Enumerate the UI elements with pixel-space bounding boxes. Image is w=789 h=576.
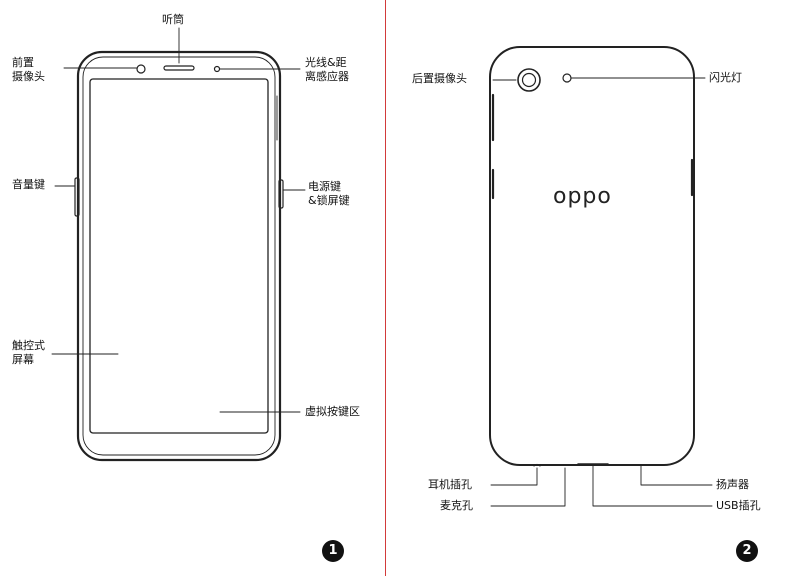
- label-microphone: 麦克孔: [440, 499, 473, 512]
- label-speaker: 扬声器: [716, 478, 749, 491]
- badge-front-view: 1: [322, 540, 344, 562]
- label-power-key-line-2: &锁屏键: [308, 194, 350, 207]
- label-touch-screen: 触控式 屏幕: [12, 339, 45, 367]
- rear-camera-ring-outer: [517, 68, 541, 92]
- label-headphone-jack: 耳机插孔: [428, 478, 472, 491]
- front-camera-lens: [136, 64, 146, 74]
- panel-divider: [385, 0, 386, 576]
- label-earpiece: 听筒: [162, 13, 184, 26]
- label-volume-key: 音量键: [12, 178, 45, 191]
- leader-microphone: [490, 467, 566, 507]
- label-front-camera: 前置 摄像头: [12, 56, 45, 84]
- headphone-jack-mark: [533, 463, 541, 467]
- brand-logo: oppo: [553, 184, 612, 209]
- front-screen: [89, 78, 269, 434]
- label-flash: 闪光灯: [709, 71, 742, 84]
- light-sensor-dot: [213, 65, 221, 73]
- flash-dot: [562, 73, 572, 83]
- label-light-sensor-line-1: 光线&距: [305, 56, 347, 69]
- front-phone-inner-rim: [82, 56, 276, 456]
- power-key: [278, 179, 284, 209]
- leader-headphone-jack: [490, 467, 538, 486]
- label-light-sensor: 光线&距 离感应器: [305, 56, 349, 84]
- back-phone-body: [489, 46, 695, 466]
- rear-camera-ring-inner: [521, 72, 537, 88]
- leader-speaker: [640, 465, 713, 486]
- front-phone-body: [76, 50, 282, 462]
- label-rear-camera: 后置摄像头: [412, 72, 467, 85]
- label-power-key: 电源键 &锁屏键: [308, 180, 350, 208]
- badge-back-view: 2: [736, 540, 758, 562]
- earpiece-grille: [163, 65, 195, 71]
- label-front-camera-line-2: 摄像头: [12, 70, 45, 83]
- volume-key: [74, 177, 80, 217]
- label-usb-port: USB插孔: [716, 499, 761, 512]
- label-front-camera-line-1: 前置: [12, 56, 34, 69]
- label-virtual-keys: 虚拟按键区: [305, 405, 360, 418]
- label-power-key-line-1: 电源键: [308, 180, 341, 193]
- label-touch-screen-line-2: 屏幕: [12, 353, 34, 366]
- label-light-sensor-line-2: 离感应器: [305, 70, 349, 83]
- label-touch-screen-line-1: 触控式: [12, 339, 45, 352]
- leader-usb-port: [592, 465, 713, 507]
